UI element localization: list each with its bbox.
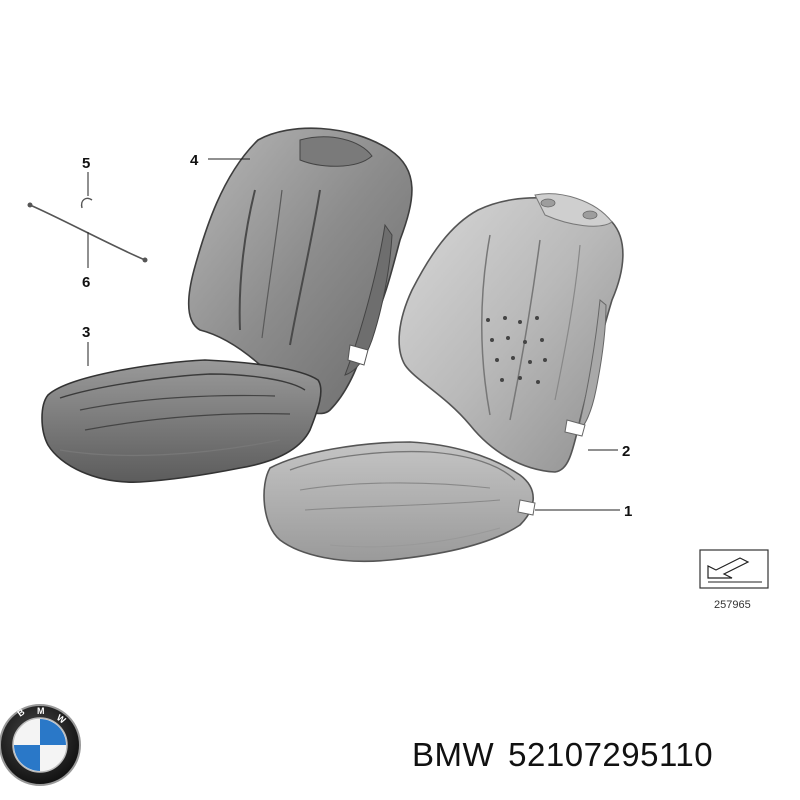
leader-lines (87, 158, 620, 511)
callout-4: 4 (190, 152, 199, 169)
reference-number: 257965 (714, 599, 751, 611)
wire-part-6 (27, 202, 148, 263)
callout-1: 1 (624, 503, 632, 520)
caption-brand: BMW (412, 736, 495, 773)
backrest-pad-part-2 (398, 193, 624, 473)
callout-2: 2 (622, 443, 630, 460)
caption-part-number: 52107295110 (508, 736, 714, 773)
seat-cushion-pad-part-1 (263, 441, 536, 563)
reference-symbol (699, 549, 769, 589)
seat-cushion-cover-part-3 (41, 359, 322, 483)
part-caption: BMW 52107295110 (412, 736, 727, 774)
svg-text:M: M (37, 706, 45, 716)
callout-6: 6 (82, 274, 90, 291)
callout-3: 3 (82, 324, 90, 341)
backrest-cover-part-4 (187, 127, 413, 415)
bmw-logo: B M W (0, 704, 81, 786)
svg-text:B: B (15, 706, 26, 718)
callout-5: 5 (82, 155, 90, 172)
clip-part-5 (80, 197, 93, 209)
